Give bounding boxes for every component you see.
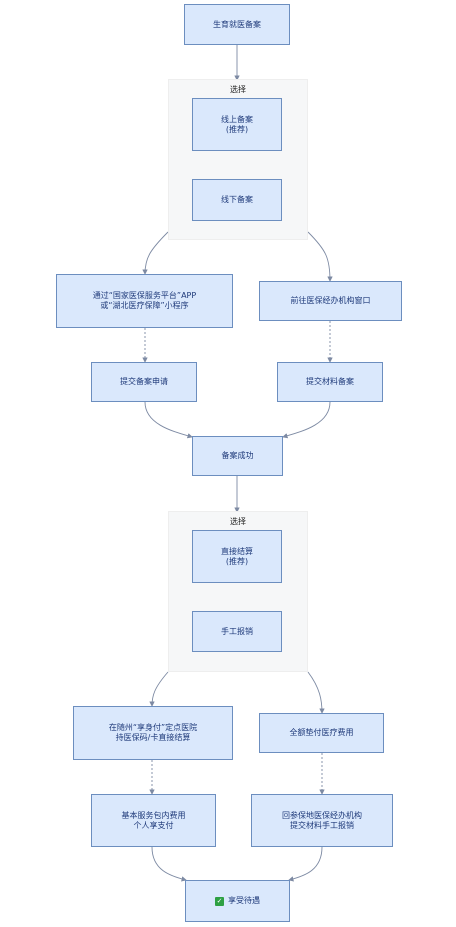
submit-material-label: 提交材料备案 xyxy=(306,377,354,387)
window-label: 前往医保经办机构窗口 xyxy=(290,296,371,306)
edge-basic-to-enjoy xyxy=(151,846,187,882)
enjoy-benefits-node: ✓ 享受待遇 xyxy=(185,880,290,922)
filing-success-node: 备案成功 xyxy=(192,436,283,476)
choice-group-settlement-label: 选择 xyxy=(230,517,246,526)
filing-success-label: 备案成功 xyxy=(221,451,254,461)
basic-package-node: 基本服务包内费用 个人享支付 xyxy=(91,794,216,847)
edge-choice-to-window xyxy=(307,231,333,282)
designated-hospital-line1: 在随州“享身付”定点医院 xyxy=(108,723,198,733)
designated-hospital-node: 在随州“享身付”定点医院 持医保码/卡直接结算 xyxy=(73,706,233,760)
full-prepay-label: 全额垫付医疗费用 xyxy=(289,728,354,738)
manual-reimbursement-node: 手工报销 xyxy=(192,611,282,652)
direct-settlement-node: 直接结算 (推荐) xyxy=(192,530,282,583)
app-channel-line1: 通过“国家医保服务平台”APP xyxy=(92,291,197,301)
direct-settlement-label: 直接结算 xyxy=(221,546,253,556)
online-filing-recommend: (推荐) xyxy=(225,124,249,134)
choice-group-filing-label: 选择 xyxy=(230,85,246,94)
return-to-insured-place-node: 回参保地医保经办机构 提交材料手工报销 xyxy=(251,794,393,847)
online-filing-node: 线上备案 (推荐) xyxy=(192,98,282,151)
check-mark-icon: ✓ xyxy=(215,896,224,906)
return-to-insured-place-line2: 提交材料手工报销 xyxy=(290,820,354,830)
start-node: 生育就医备案 xyxy=(184,4,290,45)
app-channel-node: 通过“国家医保服务平台”APP 或“湖北医疗保障”小程序 xyxy=(56,274,233,328)
window-node: 前往医保经办机构窗口 xyxy=(259,281,402,321)
edge-material-to-success xyxy=(282,401,331,439)
manual-reimbursement-label: 手工报销 xyxy=(221,626,253,636)
full-prepay-node: 全额垫付医疗费用 xyxy=(259,713,384,753)
enjoy-benefits-label: 享受待遇 xyxy=(228,896,260,906)
offline-filing-label: 线下备案 xyxy=(221,195,253,205)
direct-settlement-recommend: (推荐) xyxy=(225,556,249,566)
edge-choice-to-app xyxy=(142,231,169,275)
app-channel-line2: 或“湖北医疗保障”小程序 xyxy=(100,301,189,310)
submit-application-node: 提交备案申请 xyxy=(91,362,197,402)
edge-choice2-to-hospital xyxy=(149,671,169,707)
return-to-insured-place-line1: 回参保地医保经办机构 xyxy=(282,810,362,820)
edge-submit-to-success xyxy=(144,401,193,439)
basic-package-line1: 基本服务包内费用 xyxy=(121,810,186,820)
start-label: 生育就医备案 xyxy=(213,19,261,29)
submit-application-label: 提交备案申请 xyxy=(120,377,168,387)
designated-hospital-line2: 持医保码/卡直接结算 xyxy=(115,733,191,742)
edge-choice2-to-prepay xyxy=(307,671,325,714)
offline-filing-node: 线下备案 xyxy=(192,179,282,221)
edge-return-to-enjoy xyxy=(288,846,323,882)
submit-material-node: 提交材料备案 xyxy=(277,362,383,402)
basic-package-line2: 个人享支付 xyxy=(133,820,174,830)
online-filing-label: 线上备案 xyxy=(221,114,253,124)
